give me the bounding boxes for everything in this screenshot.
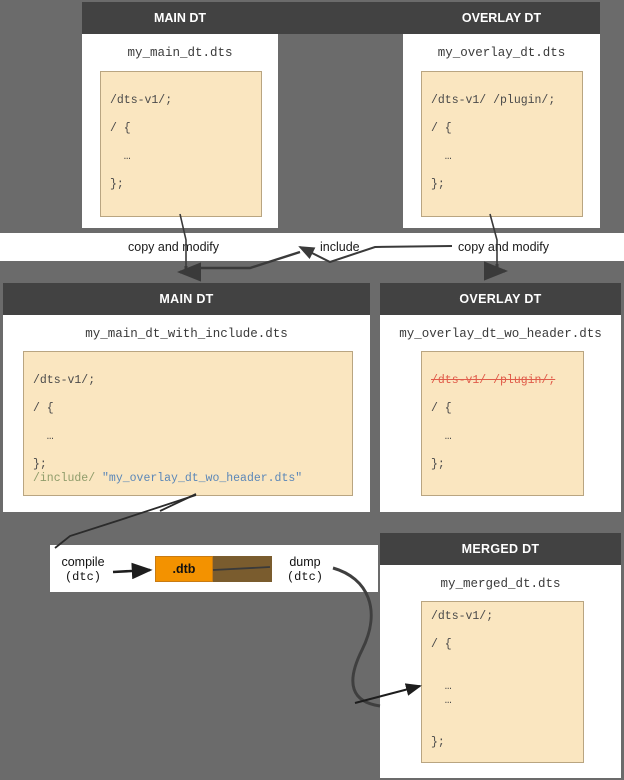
header-text: MAIN DT xyxy=(159,292,214,306)
code-line: /dts-v1/; xyxy=(110,94,173,107)
panel-main-dt-top: my_main_dt.dts /dts-v1/; / { … }; xyxy=(82,34,278,228)
code-line: /dts-v1/; xyxy=(33,374,96,387)
code-line: }; xyxy=(431,458,445,471)
header-text: OVERLAY DT xyxy=(459,292,542,306)
connector-overlay-band-to-middle xyxy=(484,261,508,281)
code-line: … xyxy=(431,694,452,707)
filename-main-dt-top: my_main_dt.dts xyxy=(127,46,233,60)
code-line-include: /include/ "my_overlay_dt_wo_header.dts" xyxy=(33,472,343,486)
dump-label-group: dump (dtc) xyxy=(276,555,334,585)
code-line: / { xyxy=(33,402,54,415)
code-line: / { xyxy=(431,638,452,651)
compile-label: compile xyxy=(61,555,105,569)
code-block-merged-dt: /dts-v1/; / { … … }; xyxy=(421,601,584,763)
dump-tool: (dtc) xyxy=(286,570,323,584)
panel-overlay-dt-top: my_overlay_dt.dts /dts-v1/ /plugin/; / {… xyxy=(403,34,600,228)
code-line: … xyxy=(33,430,54,443)
panel-overlay-dt-middle: my_overlay_dt_wo_header.dts /dts-v1/ /pl… xyxy=(380,315,621,512)
include-target: "my_overlay_dt_wo_header.dts" xyxy=(102,472,303,485)
filename-overlay-dt-top: my_overlay_dt.dts xyxy=(437,46,566,60)
code-line: … xyxy=(431,150,452,163)
code-line: / { xyxy=(431,402,452,415)
panel-header-merged-dt: MERGED DT xyxy=(380,533,621,565)
code-line: }; xyxy=(33,458,47,471)
label-include: include xyxy=(320,240,360,254)
code-line: }; xyxy=(110,178,124,191)
panel-header-overlay-dt-middle: OVERLAY DT xyxy=(380,283,621,315)
filename-merged-dt: my_merged_dt.dts xyxy=(440,577,561,591)
code-line: /dts-v1/; xyxy=(431,610,494,623)
header-text: MERGED DT xyxy=(461,542,540,556)
code-line: … xyxy=(431,430,452,443)
dump-label: dump xyxy=(289,555,321,569)
code-line: }; xyxy=(431,178,445,191)
code-line: /dts-v1/ /plugin/; xyxy=(431,94,556,107)
connector-main-band-to-middle xyxy=(177,262,201,282)
artifact-label: .dtb xyxy=(172,562,196,576)
code-line: … xyxy=(431,680,452,693)
compile-label-group: compile (dtc) xyxy=(54,555,112,585)
code-line: }; xyxy=(431,736,445,749)
compile-tool: (dtc) xyxy=(64,570,101,584)
panel-header-main-dt-middle: MAIN DT xyxy=(3,283,370,315)
label-copy-and-modify-left: copy and modify xyxy=(128,240,220,254)
filename-main-dt-middle: my_main_dt_with_include.dts xyxy=(85,327,288,341)
code-line-struck: /dts-v1/ /plugin/; xyxy=(431,374,556,387)
code-block-overlay-dt-top: /dts-v1/ /plugin/; / { … }; xyxy=(421,71,583,217)
code-line: … xyxy=(110,150,131,163)
code-line: / { xyxy=(431,122,452,135)
top-row-header-bar xyxy=(82,2,600,34)
panel-merged-dt: my_merged_dt.dts /dts-v1/; / { … … }; xyxy=(380,565,621,778)
code-block-main-dt-middle: /dts-v1/; / { … }; /include/ "my_overlay… xyxy=(23,351,353,496)
filename-overlay-dt-middle: my_overlay_dt_wo_header.dts xyxy=(399,327,602,341)
code-line: / { xyxy=(110,122,131,135)
code-block-overlay-dt-middle: /dts-v1/ /plugin/; / { … }; xyxy=(421,351,584,496)
label-copy-and-modify-right: copy and modify xyxy=(458,240,550,254)
include-keyword: /include/ xyxy=(33,472,96,485)
panel-main-dt-middle: my_main_dt_with_include.dts /dts-v1/; / … xyxy=(3,315,370,512)
artifact-dtb-box: .dtb xyxy=(155,556,213,582)
code-block-main-dt-top: /dts-v1/; / { … }; xyxy=(100,71,262,217)
dtb-tail-bar xyxy=(212,556,272,582)
